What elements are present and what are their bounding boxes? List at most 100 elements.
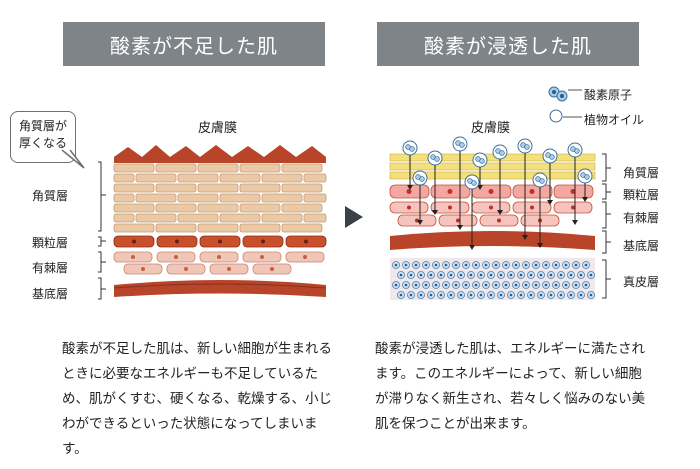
corneum-cell: [155, 163, 197, 173]
granular-nucleus: [261, 239, 265, 244]
corneum-cell: [239, 203, 281, 213]
dermis-molecule-core: [464, 283, 468, 287]
dermis-molecule-core: [559, 293, 563, 297]
corneum-cell: [197, 163, 239, 173]
dermis-molecule-core: [424, 283, 428, 287]
dermis-molecule-core: [439, 273, 443, 277]
dermis-molecule-core: [449, 293, 453, 297]
right-granular: [389, 184, 594, 199]
dermis-molecule-core: [454, 283, 458, 287]
spinous-nucleus: [407, 205, 411, 210]
spinous-nucleus: [260, 255, 264, 259]
corneum-cell: [261, 193, 303, 203]
penetration-arrow-head: [537, 243, 543, 248]
dermis-molecule-core: [399, 273, 403, 277]
corneum-cell: [113, 203, 155, 213]
callout-text: 角質層が 厚くなる: [18, 119, 67, 150]
dermis-molecule-core: [544, 263, 548, 267]
oxygen-atom: [409, 146, 415, 152]
left-brackets: [98, 161, 106, 300]
dermis-molecule-core: [494, 283, 498, 287]
callout-tail: [61, 148, 85, 169]
right-membrane-label: 皮膚膜: [471, 121, 511, 136]
right-layer-label-corneum: 角質層: [623, 166, 660, 180]
right-title: 酸素が浸透した肌: [424, 33, 592, 58]
corneum-cell: [177, 193, 219, 203]
left-corneum: [113, 163, 327, 233]
penetration-arrow-head: [469, 245, 475, 250]
dermis-molecule-core: [569, 293, 573, 297]
corneum-cell: [261, 173, 303, 183]
dermis-molecule-core: [494, 263, 498, 267]
corneum-cell: [281, 183, 323, 193]
dermis-molecule-core: [509, 273, 513, 277]
left-basal: [114, 280, 326, 297]
dermis-molecule-core: [489, 293, 493, 297]
dermis-molecule-core: [539, 273, 543, 277]
dermis-molecule-core: [589, 293, 593, 297]
corneum-cell: [239, 183, 281, 193]
granular-nucleus: [218, 239, 222, 244]
right-layer-label-basal: 基底層: [623, 239, 660, 253]
dermis-molecule-core: [504, 283, 508, 287]
dermis-molecule-core: [394, 263, 398, 267]
dermis-molecule-core: [519, 293, 523, 297]
left-layer-label-spinous: 有棘層: [32, 261, 69, 275]
dermis-molecule-core: [514, 263, 518, 267]
dermis-molecule-core: [449, 273, 453, 277]
dermis-molecule-core: [514, 283, 518, 287]
corneum-cell: [197, 223, 239, 233]
spinous-nucleus: [530, 205, 534, 210]
dermis-molecule-core: [534, 283, 538, 287]
corneum-cell: [135, 193, 177, 203]
granular-nucleus: [175, 239, 179, 244]
dermis-molecule-core: [519, 273, 523, 277]
penetration-arrow-head: [572, 220, 578, 225]
corneum-cell: [155, 203, 197, 213]
legend-oil-label: 植物オイル: [584, 113, 645, 127]
dermis-molecule-core: [399, 293, 403, 297]
dermis-molecule-core: [419, 293, 423, 297]
left-title: 酸素が不足した肌: [110, 33, 278, 58]
oxygen-atom: [524, 144, 530, 150]
legend-oxygen-label: 酸素原子: [584, 88, 633, 102]
corneum-cell: [113, 163, 155, 173]
corneum-cell: [197, 183, 239, 193]
dermis-molecule-core: [534, 263, 538, 267]
left-granular: [113, 235, 327, 248]
corneum-cell: [135, 173, 177, 183]
granular-nucleus: [406, 189, 412, 194]
corneum-cell: [239, 163, 281, 173]
penetration-arrow-head: [582, 197, 588, 202]
corneum-cell: [281, 163, 323, 173]
left-layer-label-basal: 基底層: [32, 287, 69, 301]
corneum-cell: [113, 223, 155, 233]
dermis-molecule-core: [564, 283, 568, 287]
corneum-cell: [197, 203, 239, 213]
corneum-cell: [113, 183, 155, 193]
corneum-cell: [303, 193, 327, 203]
right-corneum: [389, 153, 596, 180]
right-dermis: [392, 261, 595, 299]
corneum-cell: [303, 173, 327, 183]
left-skin-diagram: [98, 145, 327, 300]
left-layer-label-granular: 顆粒層: [32, 236, 69, 250]
dermis-molecule-core: [544, 283, 548, 287]
corneum-band: [389, 171, 596, 180]
dermis-molecule-core: [474, 263, 478, 267]
left-spinous: [113, 251, 325, 275]
dermis-molecule-core: [579, 293, 583, 297]
spinous-nucleus: [497, 218, 501, 223]
spinous-nucleus: [270, 267, 274, 271]
corneum-cell: [303, 213, 327, 223]
penetration-arrow-head: [477, 185, 483, 190]
dermis-molecule-core: [404, 283, 408, 287]
spinous-nucleus: [571, 205, 575, 210]
dermis-molecule-core: [409, 273, 413, 277]
dermis-molecule-core: [479, 273, 483, 277]
dermis-molecule-core: [474, 283, 478, 287]
dermis-molecule-core: [419, 273, 423, 277]
left-header: 酸素が不足した肌: [63, 22, 325, 66]
dermis-molecule-core: [564, 263, 568, 267]
right-spinous: [389, 201, 593, 227]
